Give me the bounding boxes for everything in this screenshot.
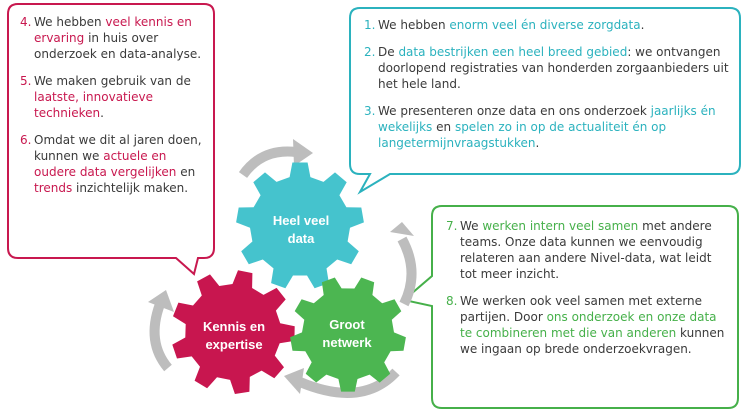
arrow-top xyxy=(238,146,297,179)
speech-bubble-left xyxy=(7,3,215,276)
text-box-left: 4. We hebben veel kennis en ervaring in … xyxy=(20,14,206,196)
gear-groot-netwerk xyxy=(290,277,406,392)
speech-bubble-bottom xyxy=(401,205,739,409)
arrow-left-head xyxy=(148,290,174,312)
gear-label-data: Heel veel data xyxy=(272,213,330,246)
arrow-right xyxy=(397,236,417,307)
arrow-top-head xyxy=(293,139,313,166)
arrow-bottom xyxy=(298,368,400,398)
text-box-bottom: 7. We werken intern veel samen met ander… xyxy=(446,218,728,357)
gear-label-kennis: Kennis en expertise xyxy=(202,319,266,352)
gear-heel-veel-data xyxy=(236,162,364,289)
arrow-left xyxy=(149,302,172,372)
arrow-bottom-head xyxy=(284,368,304,394)
point-item: 6. Omdat we dit al jaren doen, kunnen we… xyxy=(20,133,202,195)
point-item: 8. We werken ook veel samen met externe … xyxy=(446,294,725,356)
point-item: 4. We hebben veel kennis en ervaring in … xyxy=(20,15,202,61)
arrow-right-head xyxy=(390,222,414,236)
point-list: 4. We hebben veel kennis en ervaring in … xyxy=(20,14,206,196)
point-item: 5. We maken gebruik van de laatste, inno… xyxy=(20,74,191,120)
text-box-top: 1. We hebben enorm veel én diverse zorgd… xyxy=(364,17,730,151)
point-item: 3. We presenteren onze data en ons onder… xyxy=(364,104,716,150)
point-list: 1. We hebben enorm veel én diverse zorgd… xyxy=(364,17,730,151)
point-item: 1. We hebben enorm veel én diverse zorgd… xyxy=(364,18,645,32)
point-list: 7. We werken intern veel samen met ander… xyxy=(446,218,728,357)
gear-label-netwerk: Groot netwerk xyxy=(322,317,372,350)
point-item: 2. De data bestrijken een heel breed geb… xyxy=(364,45,729,91)
cycle-arrows xyxy=(148,139,417,398)
gear-kennis-expertise xyxy=(172,270,295,394)
speech-bubble-top xyxy=(349,7,741,195)
point-item: 7. We werken intern veel samen met ander… xyxy=(446,219,712,281)
